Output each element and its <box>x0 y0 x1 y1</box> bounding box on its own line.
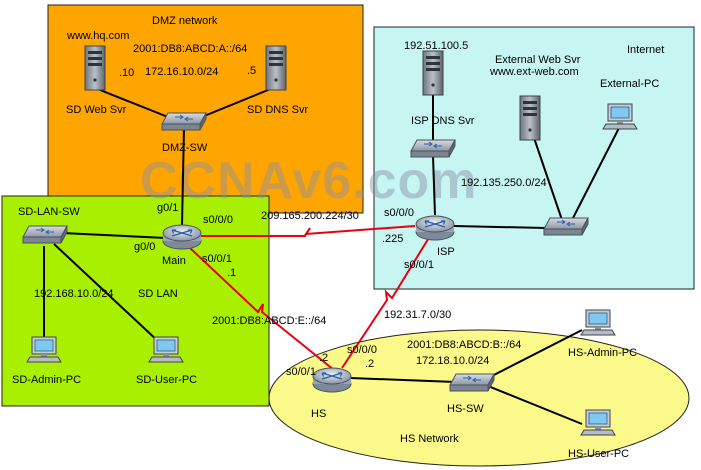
hs-s0-0-0-label: s0/0/0 <box>347 344 377 356</box>
hs-switch-icon[interactable] <box>449 373 495 392</box>
isp-s0-0-0-label: s0/0/0 <box>384 207 414 219</box>
sd-admin-pc-icon[interactable] <box>26 336 62 363</box>
main-g0-0-label: g0/0 <box>134 241 155 253</box>
sd-dns-server-label: SD DNS Svr <box>247 104 308 116</box>
main-isp-link-label: 209.165.200.224/30 <box>261 210 359 222</box>
hs-ipv6-label: 2001:DB8:ABCD:B::/64 <box>407 339 521 351</box>
link-sdlansw-main <box>61 232 167 239</box>
main-g0-1-label: g0/1 <box>157 202 178 214</box>
isp-router-icon[interactable] <box>415 215 455 241</box>
hs-ipv4-label: 172.18.10.0/24 <box>416 355 489 367</box>
hs-s0-0-0-host-label: .2 <box>365 358 374 370</box>
isp-s0-0-1-label: s0/0/1 <box>404 259 434 271</box>
link-web-dmzsw <box>99 89 179 122</box>
isp-router-label: ISP <box>437 246 455 258</box>
link-ispsw-isp <box>432 155 436 216</box>
link-isp-extsw <box>453 225 547 229</box>
sd-admin-pc-label: SD-Admin-PC <box>12 374 81 386</box>
serial-link-main-hs <box>189 247 335 371</box>
sd-lan-network-label: 192.168.10.0/24 <box>34 288 114 300</box>
sd-lan-switch-label: SD-LAN-SW <box>18 206 80 218</box>
hs-router-label: HS <box>311 408 326 420</box>
dmz-switch-label: DMZ-SW <box>162 142 208 154</box>
isp-dns-ip-label: 192.51.100.5 <box>404 40 468 52</box>
isp-225-label: .225 <box>382 233 403 245</box>
internet-title: Internet <box>627 44 664 56</box>
external-pc-icon[interactable] <box>602 103 638 130</box>
link-hssw-hsuser <box>487 385 583 425</box>
dmz-switch-icon[interactable] <box>161 112 207 131</box>
external-web-server-icon[interactable] <box>519 95 541 141</box>
sd-user-pc-label: SD-User-PC <box>136 374 197 386</box>
external-web-server-url-label: www.ext-web.com <box>489 66 579 78</box>
web-host-label: .10 <box>119 67 134 79</box>
isp-hs-link-label: 192.31.7.0/30 <box>384 309 451 321</box>
link-extpc-extsw <box>571 127 620 221</box>
serial-link-isp-hs <box>341 235 431 369</box>
dmz-area <box>47 4 364 214</box>
isp-dns-server-icon[interactable] <box>422 50 444 96</box>
sd-dns-server-icon[interactable] <box>265 45 287 91</box>
sd-web-server-label: SD Web Svr <box>66 104 127 116</box>
serial-link-main-isp <box>198 225 416 237</box>
watermark-text: CCNAv6.com <box>140 152 478 210</box>
hs-switch-label: HS-SW <box>447 403 484 415</box>
dns-host-label: .5 <box>247 65 256 77</box>
isp-lan-label: 192.135.250.0/24 <box>461 177 547 189</box>
hs-host-2-label: .2 <box>319 352 328 364</box>
sd-web-server-icon[interactable] <box>84 45 106 91</box>
main-s0-0-1-label: s0/0/1 <box>202 253 232 265</box>
hs-admin-pc-label: HS-Admin-PC <box>568 347 637 359</box>
sd-lan-title: SD LAN <box>138 288 178 300</box>
link-hs-hssw <box>349 377 457 383</box>
main-router-label: Main <box>162 255 186 267</box>
link-hssw-hsadmin <box>487 329 583 379</box>
dmz-ipv4-label: 172.16.10.0/24 <box>145 66 218 78</box>
main-s0-0-1-host-label: .1 <box>227 267 236 279</box>
link-sdlansw-user <box>53 243 161 344</box>
hs-admin-pc-icon[interactable] <box>580 309 616 336</box>
link-dmzsw-main <box>181 126 185 226</box>
dmz-network-title: DMZ network <box>152 15 218 27</box>
link-extweb-extsw <box>531 131 563 221</box>
hs-user-pc-label: HS-User-PC <box>568 448 629 460</box>
main-s0-0-0-label: s0/0/0 <box>203 214 233 226</box>
isp-switch-icon[interactable] <box>410 139 456 158</box>
hs-network-title: HS Network <box>400 433 459 445</box>
hs-router-icon[interactable] <box>312 367 352 393</box>
hq-url-label: www.hq.com <box>66 30 129 42</box>
sd-lan-switch-icon[interactable] <box>22 225 68 244</box>
hs-user-pc-icon[interactable] <box>580 409 616 436</box>
main-hs-ipv6-label: 2001:DB8:ABCD:E::/64 <box>212 315 326 327</box>
isp-dns-server-label: ISP DNS Svr <box>411 115 475 127</box>
sd-user-pc-icon[interactable] <box>148 336 184 363</box>
external-pc-label: External-PC <box>600 78 659 90</box>
main-router-icon[interactable] <box>162 224 202 250</box>
dmz-ipv6-label: 2001:DB8:ABCD:A::/64 <box>133 43 247 55</box>
external-web-server-name-label: External Web Svr <box>495 54 581 66</box>
internet-switch-icon[interactable] <box>543 217 589 236</box>
hs-s0-0-1-label: s0/0/1 <box>286 366 316 378</box>
